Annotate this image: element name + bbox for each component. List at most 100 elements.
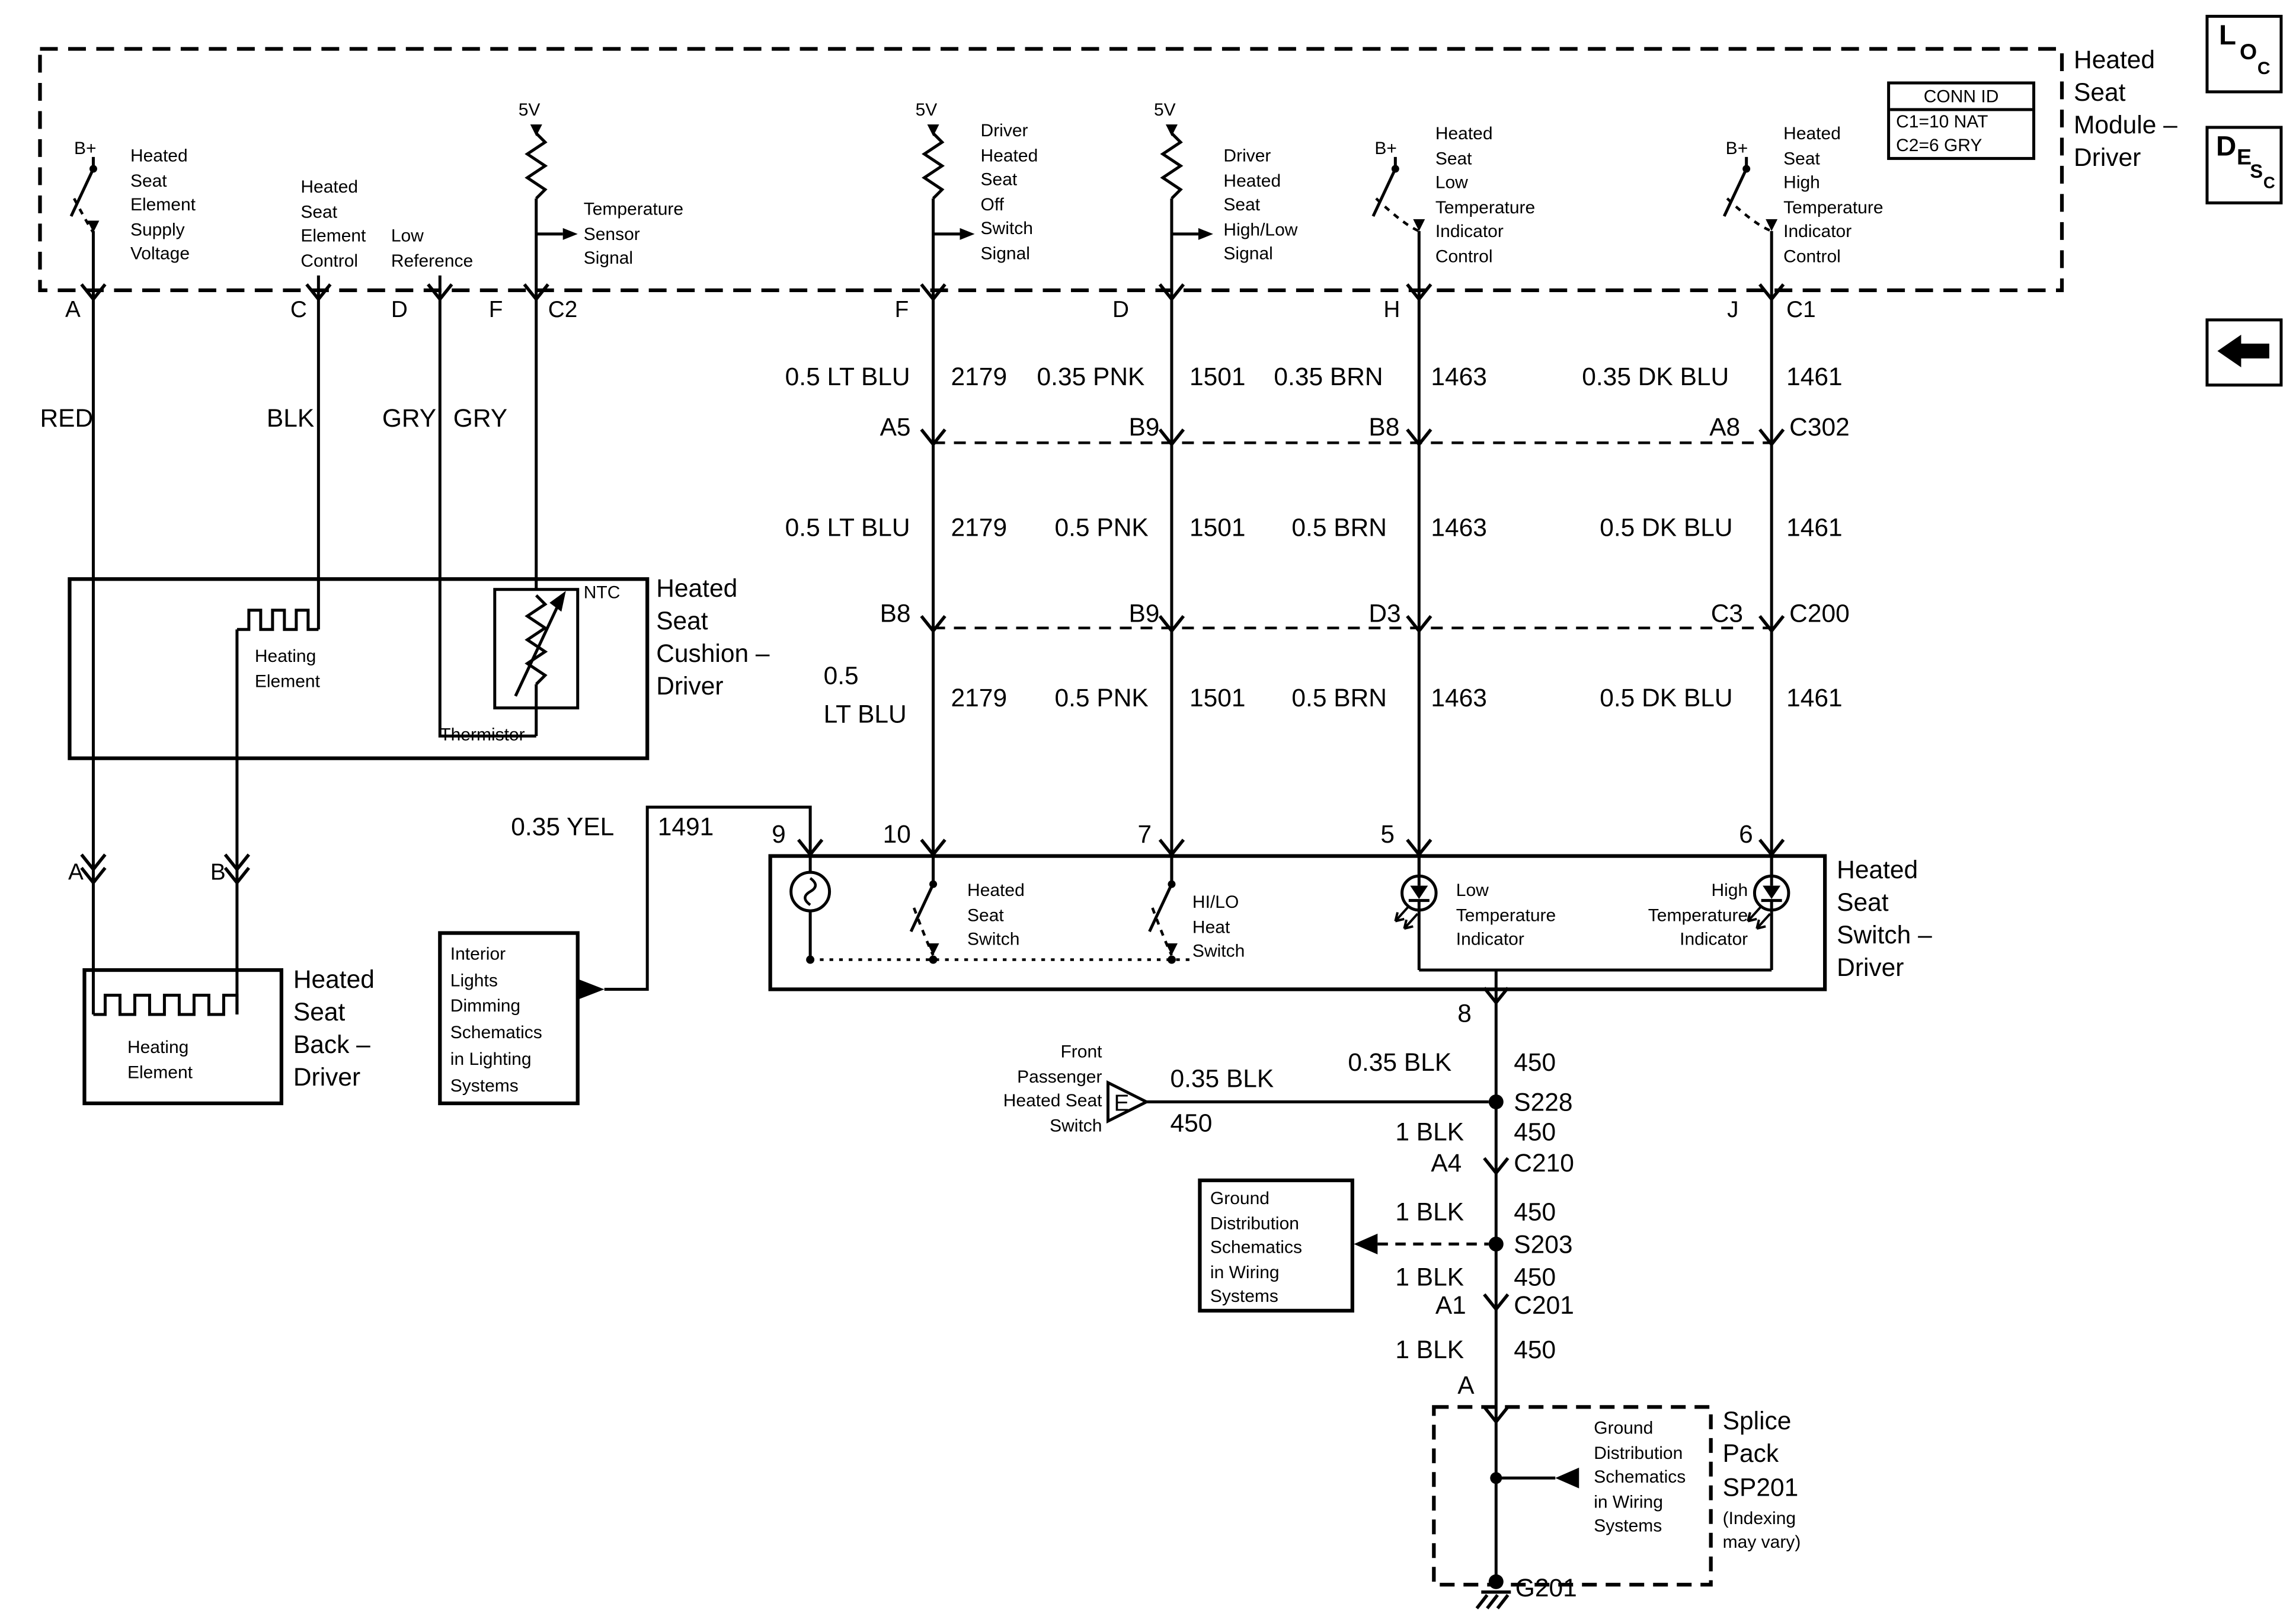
conn-c210: C210 — [1514, 1149, 1574, 1177]
high-temp-led-icon — [1753, 874, 1790, 912]
c200-pin4: C3 — [1710, 600, 1744, 628]
diagram-lines — [38, 47, 2064, 1609]
label-cushion-box: Heated Seat Cushion – Driver — [656, 574, 770, 701]
label-off-switch-signal: Driver Heated Seat Off Switch Signal — [980, 120, 1038, 263]
pin-d: D — [391, 297, 408, 323]
label-heating-element-back: Heating Element — [127, 1036, 193, 1082]
pin-a-splice: A — [1457, 1371, 1475, 1400]
conn-c2: C2 — [548, 297, 578, 323]
spec-blk-035: 0.35 BLK — [1348, 1048, 1452, 1077]
conn-c302: C302 — [1789, 413, 1850, 441]
c302-pin4: A8 — [1709, 413, 1741, 441]
pin-9: 9 — [772, 820, 786, 849]
pin-d-hilo: D — [1112, 297, 1129, 323]
circuit-450-d: 450 — [1514, 1263, 1556, 1292]
circuit4-b: 1461 — [1786, 514, 1843, 542]
pin-a1: A1 — [1435, 1291, 1466, 1320]
wire-gry-lowref: GRY — [382, 404, 437, 433]
splice-s203: S203 — [1514, 1230, 1573, 1259]
pin-f: F — [488, 297, 503, 323]
circuit-yel: 1491 — [657, 813, 714, 841]
label-low-reference: Low Reference — [391, 225, 474, 271]
splice-s203-dot — [1488, 1236, 1504, 1251]
label-heating-element-cushion: Heating Element — [254, 645, 320, 691]
wire-gry-temp-sensor — [525, 132, 563, 590]
indicator-bus — [1419, 968, 1772, 990]
desc-letter-e: E — [2236, 145, 2252, 171]
circuit-450-e: 450 — [1514, 1336, 1556, 1364]
spec3-dkblu: 0.5 DK BLU — [1600, 684, 1733, 713]
label-high-temp-indicator: High Temperature Indicator — [1648, 879, 1748, 950]
conn-c200: C200 — [1789, 600, 1850, 628]
loc-button[interactable]: L O C — [2205, 14, 2283, 94]
ground-dist-ref-2: Ground Distribution Schematics in Wiring… — [1594, 1417, 1686, 1536]
heated-seat-module-box — [38, 47, 2064, 292]
pin-5: 5 — [1380, 820, 1395, 849]
conn-c201: C201 — [1514, 1291, 1574, 1320]
interior-lights-arrow-icon — [577, 979, 605, 1000]
circuit2-c: 1501 — [1189, 684, 1246, 713]
heated-seat-switch-symbol — [909, 856, 935, 933]
v5-hilo: 5V — [1153, 99, 1176, 120]
wire-yel-dimming — [604, 805, 812, 991]
pin-a4: A4 — [1431, 1149, 1462, 1177]
seat-cushion-box — [68, 577, 650, 760]
ground-symbol-icon — [1475, 1590, 1511, 1609]
pin-8: 8 — [1457, 1000, 1472, 1028]
label-heated-seat-switch: Heated Seat Switch — [967, 879, 1025, 950]
diagram-solids — [87, 124, 1781, 1589]
wire-ltblu-off-switch — [922, 132, 960, 885]
splice-ref-arrow-icon — [1555, 1467, 1579, 1489]
circuit-450-c: 450 — [1514, 1198, 1556, 1227]
break-pin-a: A — [68, 860, 84, 886]
bplus-low-indicator: B+ — [1374, 137, 1397, 159]
heated-seat-switch-box — [768, 854, 1827, 991]
label-splice-pack: Splice Pack — [1722, 1407, 1792, 1468]
circuit3-a: 1463 — [1431, 363, 1487, 391]
spec2-ltblu: 0.5 LT BLU — [785, 514, 910, 542]
circuit1-a: 2179 — [951, 363, 1008, 391]
label-seatback-box: Heated Seat Back – Driver — [293, 965, 375, 1092]
label-hilo-signal: Driver Heated Seat High/Low Signal — [1223, 145, 1298, 264]
circuit2-a: 1501 — [1189, 363, 1246, 391]
pin-c: C — [290, 297, 307, 323]
wire-blk: BLK — [266, 404, 315, 433]
desc-letter-s: S — [2250, 159, 2263, 183]
spec2-pnk: 0.5 PNK — [1054, 514, 1149, 542]
c200-pin3: D3 — [1368, 600, 1401, 628]
spec3-pnk: 0.5 PNK — [1054, 684, 1149, 713]
back-button[interactable] — [2205, 318, 2283, 387]
label-front-passenger: Front Passenger Heated Seat Switch — [1003, 1041, 1102, 1135]
thermistor-symbol — [525, 594, 548, 737]
ground-ref-arrow-icon — [1354, 1233, 1378, 1254]
lamp-icon — [789, 870, 832, 913]
circuit2-b: 1501 — [1189, 514, 1246, 542]
wire-gry-temp: GRY — [453, 404, 508, 433]
v5-temp-sensor: 5V — [518, 99, 541, 120]
loc-letter-l: L — [2218, 20, 2236, 52]
wire-gry-low-reference — [438, 275, 536, 738]
wire-pnk-hilo — [1160, 132, 1198, 885]
splice-pack-box — [1432, 1405, 1713, 1587]
label-temp-sensor-signal: Temperature Sensor Signal — [583, 198, 684, 268]
spec-yel: 0.35 YEL — [511, 813, 615, 841]
splice-s228-dot — [1488, 1094, 1504, 1109]
label-element-control: Heated Seat Element Control — [300, 176, 366, 271]
circuit3-c: 1463 — [1431, 684, 1487, 713]
c302-pin1: A5 — [880, 413, 911, 441]
splice-s228: S228 — [1514, 1088, 1573, 1117]
label-low-indicator: Heated Seat Low Temperature Indicator Co… — [1435, 123, 1536, 266]
conn-id-row-c2: C2=6 GRY — [1896, 134, 1982, 155]
label-g201: G201 — [1515, 1574, 1577, 1603]
desc-button[interactable]: D E S C — [2205, 126, 2283, 204]
ground-g201-dot — [1488, 1574, 1504, 1589]
pin-a: A — [65, 297, 81, 323]
spec1-pnk: 0.35 PNK — [1037, 363, 1145, 391]
label-ntc: NTC — [583, 582, 621, 603]
loc-letter-o: O — [2239, 40, 2257, 65]
label-low-temp-indicator: Low Temperature Indicator — [1456, 879, 1556, 950]
label-supply-voltage: Heated Seat Element Supply Voltage — [130, 145, 196, 264]
interior-lights-ref-box — [438, 931, 580, 1106]
c200-pin1: B8 — [880, 600, 911, 628]
